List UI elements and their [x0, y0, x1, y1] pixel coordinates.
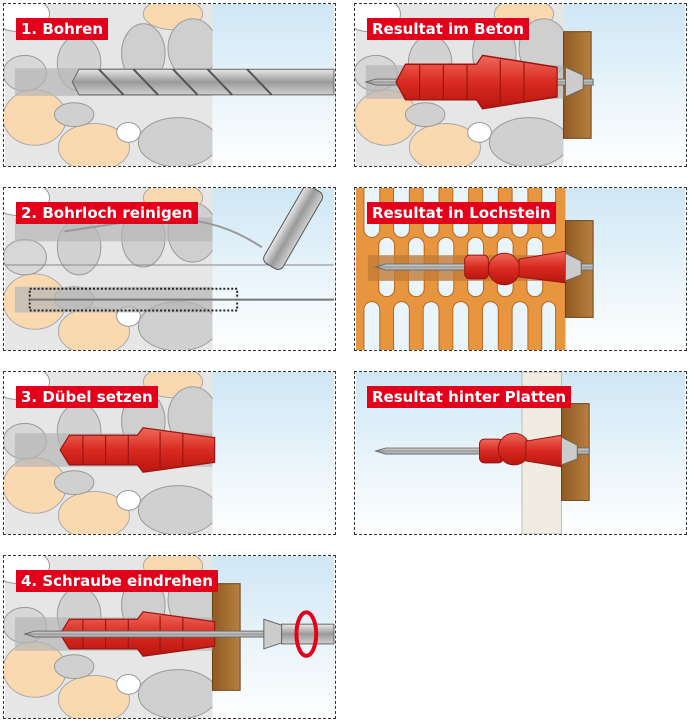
step-1-panel: 1. Bohren [3, 3, 336, 167]
screwing-illustration [4, 556, 335, 718]
result-title: Resultat in Lochstein [367, 202, 556, 224]
result-title: Resultat im Beton [367, 18, 529, 40]
behind-panel-result-illustration [356, 372, 685, 534]
result-title: Resultat hinter Platten [367, 386, 572, 408]
step-2-panel: 2. Bohrloch reinigen [3, 187, 336, 351]
perforated-brick-result-illustration [356, 188, 685, 350]
drilling-illustration [4, 4, 335, 166]
result-behind-panels-panel: Resultat hinter Platten [354, 371, 687, 535]
step-title: 4. Schraube eindrehen [16, 570, 218, 592]
step-4-panel: 4. Schraube eindrehen [3, 555, 336, 719]
step-3-panel: 3. Dübel setzen [3, 371, 336, 535]
step-title: 2. Bohrloch reinigen [16, 202, 198, 224]
result-perforated-brick-panel: Resultat in Lochstein [354, 187, 687, 351]
result-concrete-panel: Resultat im Beton [354, 3, 687, 167]
dowel-setting-illustration [4, 372, 334, 534]
concrete-result-illustration [355, 4, 685, 166]
cleaning-illustration [4, 188, 334, 350]
step-title: 3. Dübel setzen [16, 386, 158, 408]
step-title: 1. Bohren [16, 18, 109, 40]
